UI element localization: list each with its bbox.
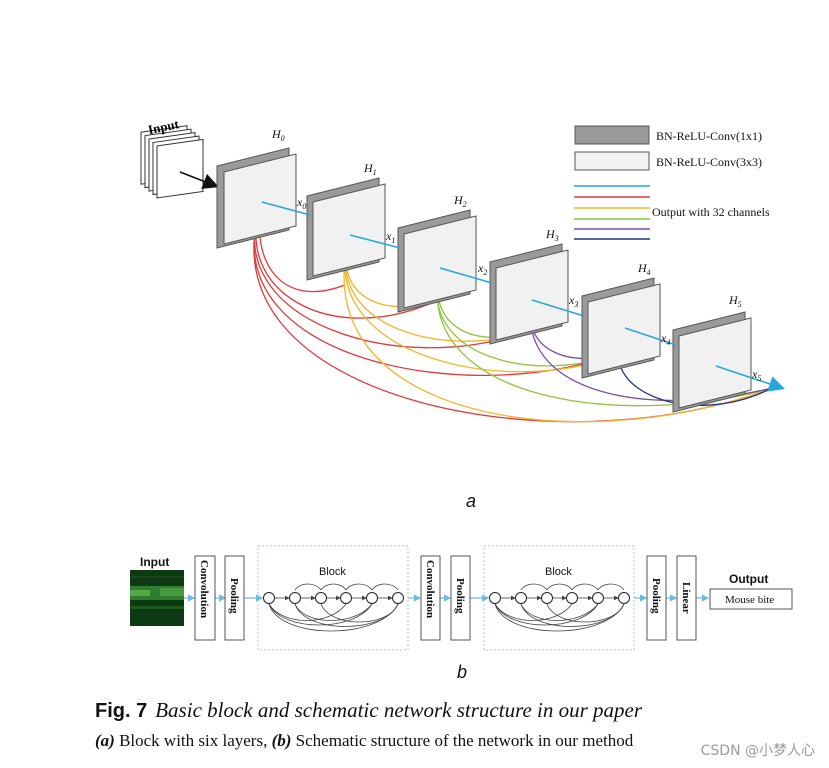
layer-h3 <box>489 243 569 345</box>
input-arrow <box>179 171 219 189</box>
output-label: Output <box>729 572 768 586</box>
layer-pooling-3: Pooling <box>646 555 667 641</box>
caption-a-tag: (a) <box>95 731 115 750</box>
h1-label: H1 <box>363 161 377 177</box>
caption-b-text: Schematic structure of the network in ou… <box>295 731 634 750</box>
block-2: Block <box>483 545 635 651</box>
svg-text:Pooling: Pooling <box>650 578 662 614</box>
caption-b-tag: (b) <box>271 731 292 750</box>
panel-b-label: b <box>457 662 467 682</box>
svg-text:Block: Block <box>319 566 346 578</box>
input-image <box>130 570 184 626</box>
figure-title: Basic block and schematic network struct… <box>155 698 643 722</box>
x1-label: x1 <box>385 229 395 245</box>
input-stack <box>140 125 204 199</box>
layer-h4 <box>581 277 661 379</box>
block-1: Block <box>257 545 409 651</box>
forward-path <box>261 201 786 392</box>
figure-number: Fig. 7 <box>95 700 148 722</box>
x4-label: x4 <box>660 331 670 347</box>
svg-text:Pooling: Pooling <box>454 578 466 614</box>
panel-a: Input <box>140 116 786 511</box>
layer-linear: Linear <box>676 555 697 641</box>
panel-a-label: a <box>466 491 476 511</box>
h4-label: H4 <box>637 261 651 277</box>
b-input-label: Input <box>140 555 169 569</box>
svg-text:Block: Block <box>545 566 572 578</box>
watermark: CSDN @小梦人心 <box>700 743 815 759</box>
h2-label: H2 <box>453 193 467 209</box>
svg-text:Linear: Linear <box>680 582 692 614</box>
caption-a-text: Block with six layers, <box>119 731 268 750</box>
panel-b: Input Convolution <box>130 545 793 682</box>
h0-label: H0 <box>271 127 285 143</box>
figure-caption-sub: (a) Block with six layers, (b) Schematic… <box>95 731 633 751</box>
legend-lines-label: Output with 32 channels <box>652 205 770 219</box>
layer-convolution-1: Convolution <box>194 555 216 641</box>
layer-h5 <box>672 311 752 413</box>
layer-pooling-2: Pooling <box>450 555 471 641</box>
layer-h0 <box>216 147 297 249</box>
legend-dark-label: BN-ReLU-Conv(1x1) <box>656 129 762 143</box>
output-value: Mouse bite <box>725 594 774 606</box>
layer-pooling-1: Pooling <box>224 555 245 641</box>
x0-label: x0 <box>296 195 306 211</box>
x5-label: x5 <box>751 367 761 383</box>
svg-text:Convolution: Convolution <box>198 560 210 618</box>
figure-caption-title: Fig. 7 Basic block and schematic network … <box>95 698 642 723</box>
legend: BN-ReLU-Conv(1x1) BN-ReLU-Conv(3x3) Outp… <box>574 125 770 240</box>
x3-label: x3 <box>568 293 578 309</box>
input-label: Input <box>147 116 181 137</box>
legend-dark-swatch <box>574 125 650 145</box>
layer-convolution-2: Convolution <box>420 555 441 641</box>
x2-label: x2 <box>477 261 487 277</box>
svg-text:Pooling: Pooling <box>228 578 240 614</box>
layer-h2 <box>397 209 477 313</box>
h3-label: H3 <box>545 227 559 243</box>
layer-h1 <box>306 177 386 281</box>
legend-light-label: BN-ReLU-Conv(3x3) <box>656 155 762 169</box>
legend-light-swatch <box>574 151 650 171</box>
svg-text:Convolution: Convolution <box>424 560 436 618</box>
h5-label: H5 <box>728 293 742 309</box>
output-box <box>709 588 793 610</box>
